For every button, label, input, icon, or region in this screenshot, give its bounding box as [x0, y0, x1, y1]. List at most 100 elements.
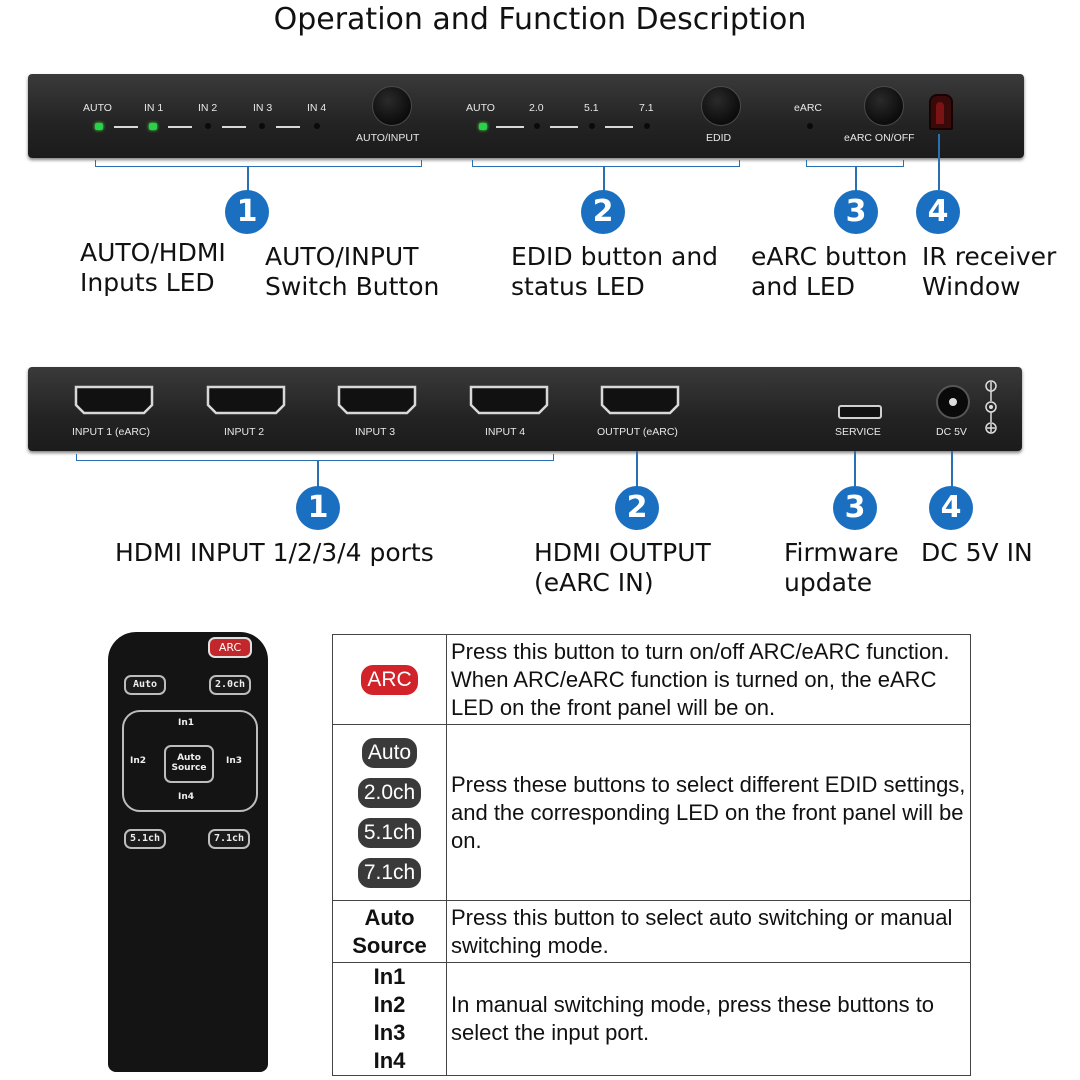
earc-led [807, 123, 813, 129]
rear-callout-line-3 [854, 451, 856, 487]
dc-jack [936, 385, 970, 419]
dc-label: DC 5V [936, 426, 967, 438]
7-1ch-pill-icon: 7.1ch [357, 857, 422, 888]
callout-caption-earc: eARC button and LED [751, 242, 908, 301]
remote-7-1ch-button[interactable]: 7.1ch [208, 829, 250, 849]
table-cell-text: In manual switching mode, press these bu… [446, 962, 971, 1076]
front-panel: AUTO IN 1 IN 2 IN 3 IN 4 AUTO/INPUT AUTO… [28, 74, 1024, 158]
led-divider [496, 126, 524, 128]
table-cell-label: Auto Source [332, 900, 447, 963]
remote-in3-button[interactable]: In3 [226, 756, 243, 766]
in3-label: In3 [373, 1020, 406, 1045]
remote-in1-button[interactable]: In1 [178, 718, 195, 728]
in2-label: In2 [373, 992, 406, 1017]
source-label: Source [352, 932, 427, 958]
service-label: SERVICE [835, 426, 881, 438]
earc-button[interactable] [864, 86, 904, 126]
callout-number-2: 2 [581, 190, 625, 234]
function-table: ARC Press this button to turn on/off ARC… [332, 634, 971, 1076]
remote-2-0ch-button[interactable]: 2.0ch [209, 675, 251, 695]
table-cell-icon: ARC [332, 634, 447, 725]
table-row: ARC Press this button to turn on/off ARC… [332, 634, 971, 725]
2-0ch-pill-icon: 2.0ch [357, 777, 422, 808]
rear-callout-line-1 [317, 461, 319, 487]
hdmi-port-input-3 [337, 385, 417, 415]
remote-arc-button[interactable]: ARC [208, 637, 252, 658]
led-label-in4: IN 4 [307, 102, 327, 114]
hdmi-port-output [600, 385, 680, 415]
port-label-input-3: INPUT 3 [355, 426, 396, 438]
arc-pill-icon: ARC [361, 664, 418, 695]
edid-button-label: EDID [706, 132, 732, 144]
rear-caption-firmware: Firmware update [784, 538, 899, 597]
auto-input-label: AUTO/INPUT [356, 132, 420, 144]
callout-bracket-2 [472, 160, 740, 167]
edid-led-5-1 [589, 123, 595, 129]
rear-caption-output: HDMI OUTPUT (eARC IN) [534, 538, 711, 597]
callout-caption-edid: EDID button and status LED [511, 242, 719, 301]
hdmi-port-input-1 [74, 385, 154, 415]
callout-line-2 [603, 167, 605, 191]
rear-callout-number-1: 1 [296, 486, 340, 530]
5-1ch-pill-icon: 5.1ch [357, 817, 422, 848]
remote-auto-source-button[interactable]: Auto Source [164, 745, 214, 783]
rear-callout-line-4 [951, 451, 953, 487]
callout-number-3: 3 [834, 190, 878, 234]
remote-control: ARC Auto 2.0ch In1 In2 In3 In4 Auto Sour… [108, 632, 268, 1072]
callout-number-1: 1 [225, 190, 269, 234]
edid-label-7-1: 7.1 [639, 102, 654, 114]
callout-number-4: 4 [916, 190, 960, 234]
edid-label-auto: AUTO [466, 102, 495, 114]
auto-input-button[interactable] [372, 86, 412, 126]
earc-led-label: eARC [794, 102, 823, 114]
edid-led-2-0 [534, 123, 540, 129]
port-label-input-4: INPUT 4 [485, 426, 526, 438]
callout-caption-ir: IR receiver Window [922, 242, 1057, 301]
remote-auto-source-line-2: Source [171, 763, 207, 773]
callout-line-4 [938, 134, 940, 190]
rear-panel: INPUT 1 (eARC) INPUT 2 INPUT 3 INPUT 4 O… [28, 367, 1022, 451]
edid-led-7-1 [644, 123, 650, 129]
led-divider [276, 126, 300, 128]
led-auto [95, 123, 103, 130]
remote-in2-button[interactable]: In2 [130, 756, 147, 766]
auto-label: Auto [364, 904, 415, 930]
rear-caption-inputs: HDMI INPUT 1/2/3/4 ports [115, 538, 434, 567]
table-cell-text: Press this button to turn on/off ARC/eAR… [446, 634, 971, 725]
callout-line-1 [247, 167, 249, 191]
port-label-output: OUTPUT (eARC) [597, 426, 678, 438]
edid-led-auto [479, 123, 487, 130]
polarity-icon [985, 380, 997, 434]
in4-label: In4 [373, 1048, 406, 1073]
rear-callout-number-3: 3 [833, 486, 877, 530]
led-divider [168, 126, 192, 128]
hdmi-port-input-4 [469, 385, 549, 415]
earc-button-label: eARC ON/OFF [844, 132, 915, 144]
led-label-auto: AUTO [83, 102, 112, 114]
rear-callout-line-2 [636, 451, 638, 487]
callout-caption-input-button: AUTO/INPUT Switch Button [265, 242, 440, 301]
edid-button[interactable] [701, 86, 741, 126]
remote-5-1ch-button[interactable]: 5.1ch [124, 829, 166, 849]
callout-bracket-1 [95, 160, 422, 167]
page-title: Operation and Function Description [273, 2, 807, 37]
callout-bracket-3 [806, 160, 904, 167]
table-row: Auto Source Press this button to select … [332, 900, 971, 963]
micro-usb-service-port [838, 405, 882, 419]
remote-in4-button[interactable]: In4 [178, 792, 195, 802]
remote-auto-button[interactable]: Auto [124, 675, 166, 695]
edid-label-5-1: 5.1 [584, 102, 599, 114]
port-label-input-1: INPUT 1 (eARC) [72, 426, 150, 438]
table-cell-icon: Auto 2.0ch 5.1ch 7.1ch [332, 724, 447, 901]
table-cell-text: Press this button to select auto switchi… [446, 900, 971, 963]
rear-caption-dc: DC 5V IN [921, 538, 1033, 567]
led-in2 [205, 123, 211, 129]
callout-line-3 [855, 167, 857, 191]
rear-callout-number-4: 4 [929, 486, 973, 530]
edid-label-2-0: 2.0 [529, 102, 544, 114]
remote-auto-source-line-1: Auto [177, 753, 201, 763]
remote-direction-pad [122, 710, 258, 812]
table-cell-label: In1 In2 In3 In4 [332, 962, 447, 1076]
in1-label: In1 [373, 964, 406, 989]
led-divider [550, 126, 578, 128]
